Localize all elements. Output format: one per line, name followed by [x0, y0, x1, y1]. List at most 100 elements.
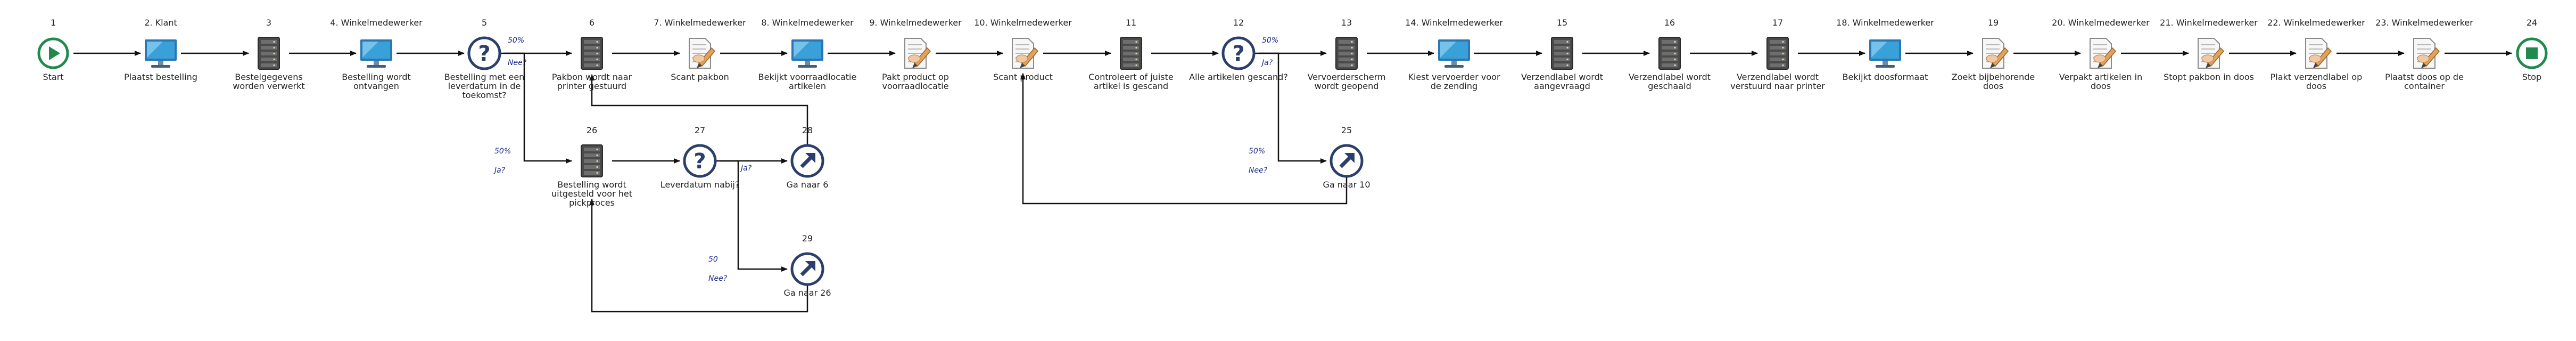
node-label: Bekijkt voorraadlocatie	[758, 72, 857, 82]
node-number: 2. Klant	[144, 18, 177, 28]
step-role: Klant	[153, 18, 177, 28]
edge-percent-label: 50%	[508, 36, 524, 45]
node-number: 22. Winkelmedewerker	[2267, 18, 2365, 28]
server-icon	[581, 144, 603, 177]
node-label: leverdatum in de	[448, 81, 521, 91]
node-label: Verpakt artikelen in	[2059, 72, 2142, 82]
step-number: 9.	[869, 18, 877, 28]
node-number: 5	[482, 18, 487, 28]
step-role: Winkelmedewerker	[338, 18, 423, 28]
node-label: artikel is gescand	[1094, 81, 1168, 91]
node-number: 3	[266, 18, 271, 28]
node-label: container	[2404, 81, 2445, 91]
step-number: 17	[1772, 18, 1783, 28]
step-role: Winkelmedewerker	[1850, 18, 1935, 28]
server-icon	[1120, 37, 1142, 70]
step-number: 18.	[1836, 18, 1850, 28]
step-number: 24	[2527, 18, 2537, 28]
node-number: 18. Winkelmedewerker	[1836, 18, 1934, 28]
node-label: Verzendlabel wordt	[1737, 72, 1819, 82]
step-number: 12	[1233, 18, 1244, 28]
edge-n12-n25	[1254, 52, 1327, 164]
node-number: 12	[1233, 18, 1244, 28]
node-number: 8. Winkelmedewerker	[761, 18, 854, 28]
monitor-icon	[145, 39, 177, 68]
step-number: 8.	[761, 18, 769, 28]
server-icon	[1766, 37, 1789, 70]
step-number: 7.	[654, 18, 662, 28]
step-number: 15	[1557, 18, 1567, 28]
node-label: Alle artikelen gescand?	[1189, 72, 1288, 82]
node-label: Vervoerderscherm	[1307, 72, 1385, 82]
svg-text:?: ?	[1232, 42, 1244, 66]
step-number: 5	[482, 18, 487, 28]
node-number: 19	[1988, 18, 1999, 28]
step-role: Winkelmedewerker	[662, 18, 747, 28]
goto-arrow-icon	[790, 144, 824, 178]
node-label: Zoekt bijbehorende	[1952, 72, 2035, 82]
monitor-icon	[1438, 39, 1470, 68]
step-role: Winkelmedewerker	[878, 18, 962, 28]
node-label: pickproces	[569, 198, 615, 208]
step-number: 3	[266, 18, 271, 28]
edge-percent-label: 50%	[494, 147, 511, 156]
step-number: 28	[802, 125, 813, 135]
node-label: uitgesteld voor het	[551, 189, 632, 199]
node-number: 9. Winkelmedewerker	[869, 18, 962, 28]
edge-answer-label: Nee?	[708, 274, 728, 283]
node-label: ontvangen	[353, 81, 399, 91]
node-number: 1	[51, 18, 56, 28]
question-icon: ?	[467, 36, 501, 70]
goto-arrow-icon	[790, 252, 824, 286]
node-label: aangevraagd	[1534, 81, 1590, 91]
monitor-icon	[360, 39, 392, 68]
edge-n5-n26	[500, 52, 572, 164]
node-number: 25	[1341, 125, 1352, 135]
step-number: 6	[589, 18, 595, 28]
task-document-icon	[1982, 38, 2009, 69]
node-label: Pakbon wordt naar	[552, 72, 632, 82]
play-icon	[37, 37, 69, 69]
step-role: Winkelmedewerker	[2389, 18, 2474, 28]
node-label: wordt geopend	[1315, 81, 1379, 91]
node-number: 24	[2527, 18, 2537, 28]
edge-answer-label: Nee?	[1249, 166, 1268, 175]
task-document-icon	[2198, 38, 2225, 69]
node-label: artikelen	[789, 81, 826, 91]
question-icon: ?	[683, 144, 717, 178]
node-label: doos	[2306, 81, 2326, 91]
node-label: Plaatst bestelling	[124, 72, 197, 82]
step-number: 26	[587, 125, 597, 135]
step-number: 19	[1988, 18, 1999, 28]
node-label: Verzendlabel wordt	[1629, 72, 1711, 82]
node-label: Bestelling wordt	[342, 72, 411, 82]
monitor-icon	[1869, 39, 1901, 68]
node-label: Verzendlabel wordt	[1521, 72, 1603, 82]
edge-percent-label: 50	[708, 255, 718, 264]
edge-answer-label: Ja?	[739, 164, 752, 173]
edge-answer-label: Ja?	[493, 166, 506, 175]
node-label: voorraadlocatie	[882, 81, 948, 91]
node-label: Ga naar 26	[783, 288, 831, 298]
node-label: Controleert of juiste	[1088, 72, 1173, 82]
node-number: 7. Winkelmedewerker	[654, 18, 746, 28]
step-role: Winkelmedewerker	[1419, 18, 1504, 28]
edge-n29-n26	[589, 199, 808, 313]
step-role: Winkelmedewerker	[770, 18, 854, 28]
node-label: Plakt verzendlabel op	[2270, 72, 2363, 82]
node-label: Bestelgegevens	[235, 72, 303, 82]
